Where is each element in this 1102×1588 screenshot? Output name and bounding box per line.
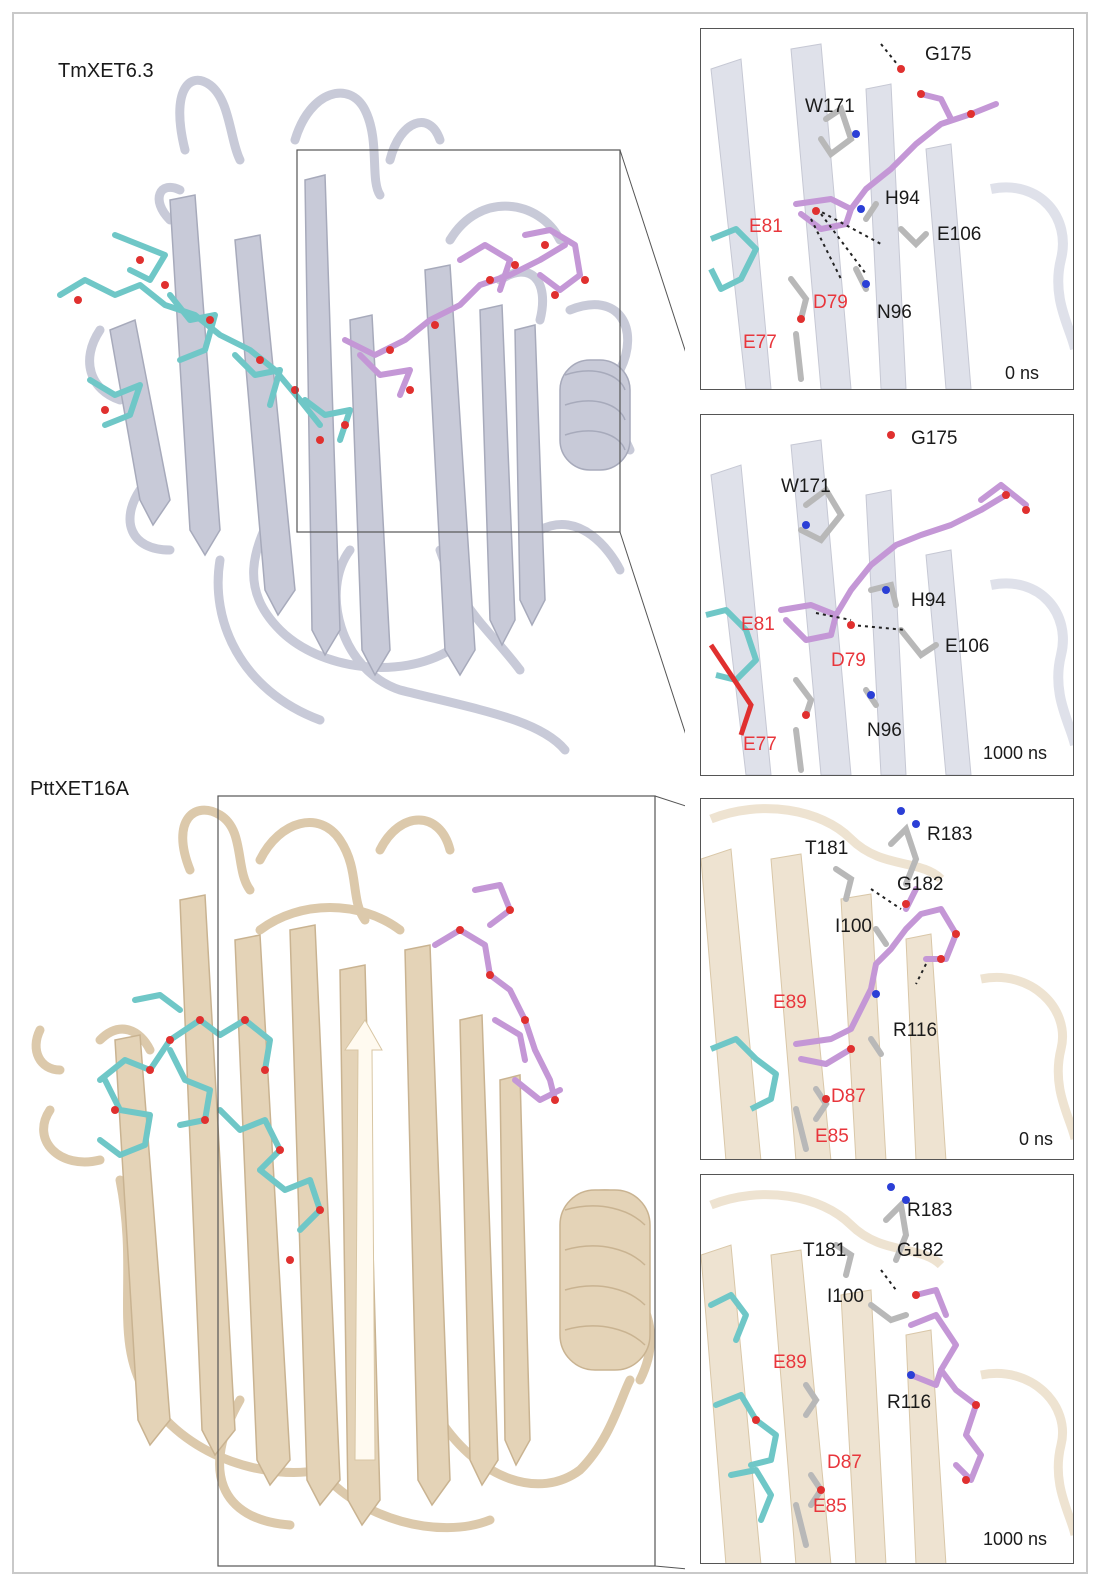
- label-r183: R183: [927, 824, 973, 845]
- label-n96: N96: [877, 302, 912, 323]
- label-e81: E81: [749, 216, 783, 237]
- tmxet-inset-0ns: G175 W171 H94 E81 E106 D79 N96 E77 0 ns: [700, 28, 1074, 390]
- time-label: 0 ns: [1019, 1129, 1054, 1149]
- label-g175: G175: [911, 428, 958, 449]
- label-w171: W171: [781, 476, 831, 497]
- time-label: 1000 ns: [983, 743, 1048, 763]
- tmxet-inset-0ns-structure: [708, 43, 1073, 389]
- label-h94: H94: [885, 188, 920, 209]
- label-r116: R116: [887, 1392, 932, 1413]
- pttxet-inset-0ns: R183 T181 G182 I100 E89 R116 D87 E85 0 n…: [700, 798, 1074, 1160]
- label-h94: H94: [911, 590, 946, 611]
- label-e89: E89: [773, 1352, 807, 1373]
- label-d79: D79: [831, 650, 866, 671]
- label-w171: W171: [805, 96, 855, 117]
- pttxet-inset-0ns-structure: [701, 804, 1073, 1159]
- label-d87: D87: [827, 1452, 862, 1473]
- label-r116: R116: [893, 1020, 938, 1041]
- label-d79: D79: [813, 292, 848, 313]
- label-g175: G175: [925, 44, 972, 65]
- label-t181: T181: [803, 1240, 847, 1261]
- time-label: 1000 ns: [983, 1529, 1048, 1549]
- label-e77: E77: [743, 332, 777, 353]
- label-e106: E106: [945, 636, 990, 657]
- label-e85: E85: [813, 1496, 847, 1517]
- label-e85: E85: [815, 1126, 849, 1147]
- pttxet-cartoon: [31, 795, 685, 1570]
- label-e106: E106: [937, 224, 982, 245]
- tmxet-main-structure: TmXET6.3: [20, 30, 685, 770]
- pttxet-inset-1000ns: R183 T181 G182 I100 E89 R116 D87 E85 100…: [700, 1174, 1074, 1564]
- pttxet-main-structure: PttXET16A: [20, 778, 685, 1570]
- label-g182: G182: [897, 1240, 944, 1261]
- tmxet-inset-1000ns: G175 W171 H94 E81 D79 E106 N96 E77 1000 …: [700, 414, 1074, 776]
- figure-frame: [12, 12, 1088, 1574]
- label-t181: T181: [805, 838, 849, 859]
- label-e77: E77: [743, 734, 777, 755]
- label-i100: I100: [835, 916, 872, 937]
- label-e89: E89: [773, 992, 807, 1013]
- label-i100: I100: [827, 1286, 864, 1307]
- pttxet-inset-1000ns-structure: [701, 1183, 1073, 1563]
- label-n96: N96: [867, 720, 902, 741]
- label-g182: G182: [897, 874, 944, 895]
- label-e81: E81: [741, 614, 775, 635]
- time-label: 0 ns: [1005, 363, 1040, 383]
- tmxet-title: TmXET6.3: [58, 60, 154, 82]
- tmxet-cartoon: [57, 75, 685, 755]
- label-r183: R183: [907, 1200, 953, 1221]
- tmxet-inset-1000ns-structure: [705, 431, 1073, 775]
- pttxet-title: PttXET16A: [30, 778, 129, 800]
- label-d87: D87: [831, 1086, 866, 1107]
